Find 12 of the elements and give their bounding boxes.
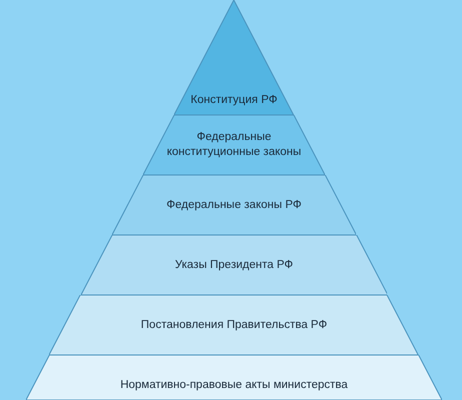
tier-label: Указы Президента РФ	[174, 258, 294, 272]
pyramid-tier	[49, 295, 419, 355]
tier-label: Федеральные конституционные законы	[166, 130, 302, 160]
tier-label: Конституция РФ	[190, 92, 278, 108]
tier-label: Нормативно-правовые акты министерства	[119, 378, 349, 392]
pyramid-tier	[112, 175, 356, 235]
pyramid-tier	[80, 235, 388, 295]
pyramid-apex	[174, 0, 294, 115]
tier-label: Федеральные законы РФ	[165, 198, 302, 212]
tier-label: Постановления Правительства РФ	[140, 318, 328, 332]
pyramid-tier	[143, 115, 325, 175]
pyramid-tier	[26, 355, 442, 400]
